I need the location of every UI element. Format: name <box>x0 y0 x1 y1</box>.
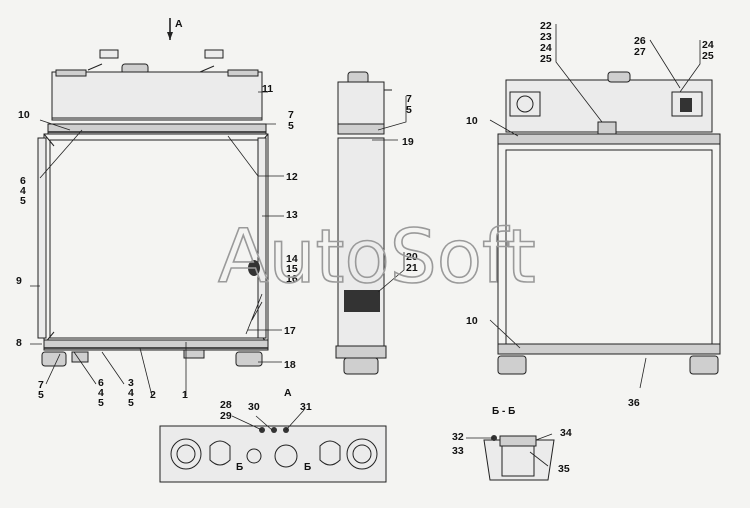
callout: 3 <box>128 377 134 389</box>
callout: 12 <box>286 171 298 183</box>
callout: 17 <box>284 325 296 337</box>
callout: 25 <box>540 53 552 65</box>
view-arrow-a-label: А <box>175 18 183 30</box>
callout: 5 <box>38 389 44 401</box>
callout: 22 <box>540 20 552 32</box>
callout: 4 <box>20 185 26 197</box>
callout: 13 <box>286 209 298 221</box>
callout: 10 <box>466 315 478 327</box>
front-top-bracket-left <box>99 49 119 59</box>
cut-b-left: Б <box>236 462 243 473</box>
callout: 33 <box>452 445 464 457</box>
view-a-tank-plan <box>159 425 387 483</box>
watermark: AutoSoft <box>218 214 536 300</box>
callout: 9 <box>16 275 22 287</box>
callout: 10 <box>466 115 478 127</box>
callout: 35 <box>558 463 570 475</box>
callout: 29 <box>220 410 232 422</box>
side-upper-tank <box>337 81 385 125</box>
leader-lines <box>30 24 701 467</box>
rear-left-pad <box>497 355 527 375</box>
callout: 20 <box>406 251 418 263</box>
callout: 7 <box>406 93 412 105</box>
callout: 28 <box>220 399 232 411</box>
callout: 2 <box>150 389 156 401</box>
right-side-strut <box>257 137 267 339</box>
upper-tank-lug-left <box>55 69 87 77</box>
left-support-pad <box>41 351 67 367</box>
callout: 7 <box>288 109 294 121</box>
callout: 16 <box>286 273 298 285</box>
callout: 30 <box>248 401 260 413</box>
side-core-mounting <box>344 290 380 312</box>
rear-filler-cap <box>607 71 631 83</box>
callout: 1 <box>182 389 188 401</box>
cut-b-right: Б <box>304 462 311 473</box>
section-bb-title: Б - Б <box>492 406 515 417</box>
rear-top-rail <box>497 133 721 145</box>
drain-plug <box>248 260 260 276</box>
callout: 19 <box>402 136 414 148</box>
callout: 11 <box>262 83 273 95</box>
callout: 34 <box>560 427 572 439</box>
upper-tank-lug-right <box>227 69 259 77</box>
callout: 8 <box>16 337 22 349</box>
callout: 4 <box>98 387 104 399</box>
callout: 14 <box>286 253 298 265</box>
callout-numbers: 11 10 7 5 6 4 5 12 13 9 14 15 16 17 8 18… <box>16 20 714 475</box>
rear-core <box>505 149 713 345</box>
section-bb: Б - Б <box>483 406 555 481</box>
callout: 6 <box>20 175 26 187</box>
rear-view <box>497 71 721 375</box>
side-view <box>335 71 392 375</box>
callout: 5 <box>288 120 294 132</box>
upper-tank <box>51 71 263 121</box>
callout: 21 <box>406 262 418 274</box>
callout: 5 <box>98 397 104 409</box>
callout: 18 <box>284 359 296 371</box>
side-core <box>337 137 385 349</box>
left-side-strut <box>37 137 47 339</box>
callout: 5 <box>128 397 134 409</box>
callout: 6 <box>98 377 104 389</box>
callout: 24 <box>702 39 714 51</box>
view-a-title: А <box>284 387 292 399</box>
right-support-pad <box>235 351 263 367</box>
callout: 24 <box>540 42 552 54</box>
callout: 27 <box>634 46 646 58</box>
callout: 31 <box>300 401 312 413</box>
callout: 15 <box>286 263 298 275</box>
callout: 32 <box>452 431 464 443</box>
bottom-frame-rail <box>43 339 269 351</box>
front-view: А <box>37 18 269 367</box>
rear-right-pad <box>689 355 719 375</box>
front-top-bracket-right <box>204 49 224 59</box>
callout: 10 <box>18 109 30 121</box>
callout: 36 <box>628 397 640 409</box>
side-drain-handle <box>343 357 379 375</box>
callout: 23 <box>540 31 552 43</box>
callout: 4 <box>128 387 134 399</box>
callout: 5 <box>406 104 412 116</box>
rear-bottom-rail <box>497 343 721 355</box>
view-arrow-head <box>167 32 173 40</box>
front-top-clamps <box>87 63 215 73</box>
callout: 25 <box>702 50 714 62</box>
callout: 26 <box>634 35 646 47</box>
callout: 5 <box>20 195 26 207</box>
callout: 7 <box>38 379 44 391</box>
view-a: А Б Б <box>159 387 387 483</box>
